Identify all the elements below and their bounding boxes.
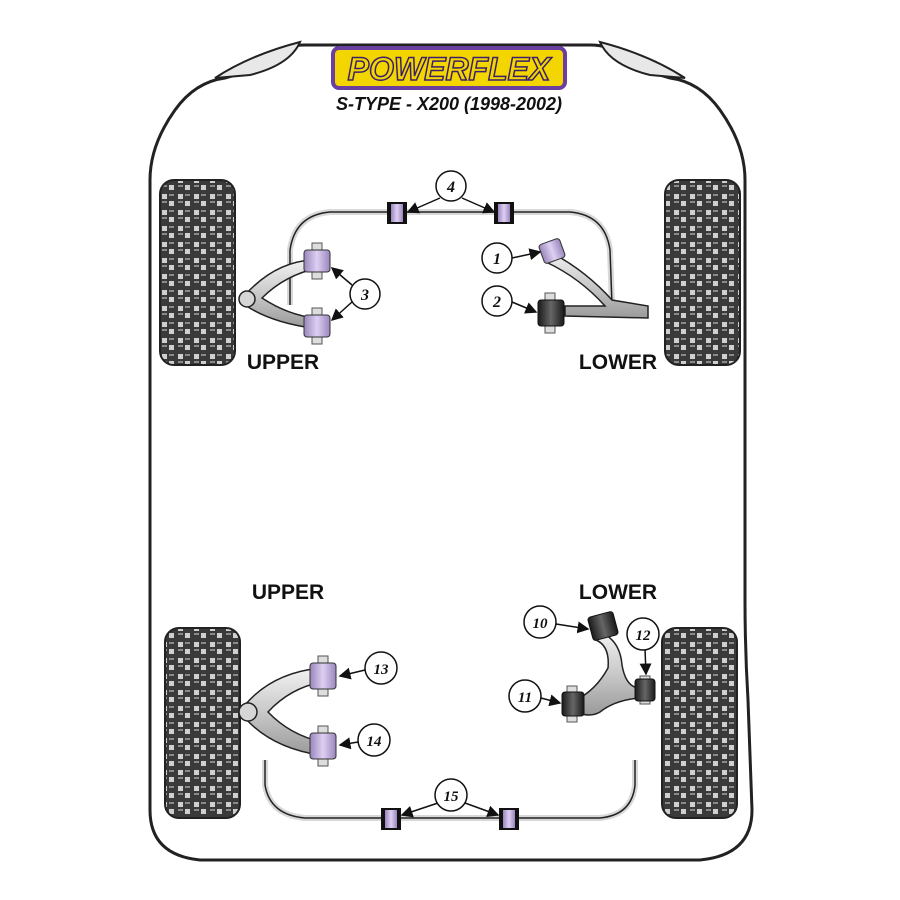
rear-upper-balljoint: [238, 702, 258, 722]
front-lower-arm: [545, 250, 649, 319]
callout-1: 1: [481, 242, 542, 274]
callout-10: 10: [523, 605, 590, 639]
front-arb-bush-left: [387, 202, 407, 224]
rear-lower-bush-10: [587, 611, 619, 641]
front-upper-label: UPPER: [247, 351, 319, 374]
callout-14-number: 14: [367, 734, 383, 750]
callout-14: 14: [338, 723, 391, 757]
front-upper-bush-bottom: [303, 307, 331, 345]
right-headlight: [598, 40, 686, 79]
callout-13-number: 13: [374, 662, 390, 678]
rear-lower-bush-12: [634, 675, 656, 705]
front-lower-label: LOWER: [579, 351, 657, 374]
callout-2-number: 2: [492, 294, 501, 311]
left-headlight: [214, 40, 302, 79]
rear-lower-arm: [575, 631, 641, 716]
callout-12-number: 12: [636, 628, 652, 644]
rear-upper-bush-top: [309, 655, 337, 697]
callout-4: 4: [406, 170, 496, 214]
callout-13: 13: [338, 651, 398, 685]
rear-arb-bush-right: [499, 808, 519, 830]
front-left-tyre: [159, 179, 236, 366]
callout-1-number: 1: [493, 251, 501, 268]
rear-lower-bush-11: [561, 685, 585, 723]
brand-name: POWERFLEX: [348, 51, 552, 87]
callout-2: 2: [481, 285, 538, 317]
callout-11: 11: [508, 679, 562, 713]
callout-4-number: 4: [446, 179, 455, 196]
rear-upper-bush-bottom: [309, 725, 337, 767]
front-right-tyre: [664, 179, 741, 366]
callout-3: 3: [330, 267, 381, 322]
front-upper-bush-top: [303, 242, 331, 280]
rear-right-tyre: [661, 627, 738, 819]
rear-upper-wishbone: [244, 667, 323, 756]
rear-arb-bush-left: [381, 808, 401, 830]
front-lower-bush-purple: [538, 238, 566, 264]
callout-15-number: 15: [444, 789, 460, 805]
rear-left-tyre: [164, 627, 241, 819]
callout-11-number: 11: [518, 690, 532, 706]
rear-lower-label: LOWER: [579, 581, 657, 604]
callout-12: 12: [626, 617, 660, 676]
rear-upper-label: UPPER: [252, 581, 324, 604]
front-arb-bush-right: [494, 202, 514, 224]
front-anti-roll-bar: [287, 209, 615, 306]
callout-15: 15: [400, 778, 500, 818]
front-upper-wishbone: [244, 259, 320, 329]
callout-3-number: 3: [360, 287, 369, 304]
front-lower-bush-black: [537, 292, 565, 334]
powerflex-logo: POWERFLEX: [331, 46, 567, 90]
front-upper-balljoint: [238, 290, 256, 308]
model-title: S-TYPE - X200 (1998-2002): [336, 94, 562, 114]
callout-10-number: 10: [533, 616, 549, 632]
